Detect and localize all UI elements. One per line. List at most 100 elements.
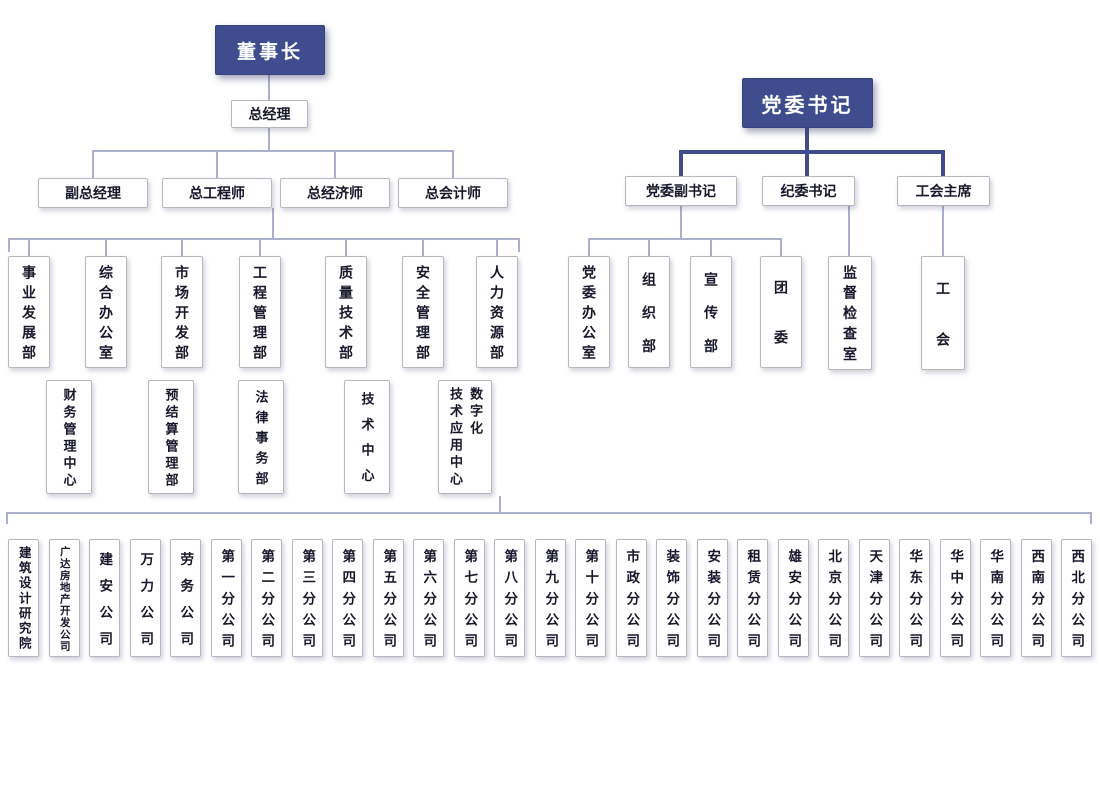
department-box-3-label: 工程管理部 xyxy=(252,265,268,365)
connector-line xyxy=(452,150,454,178)
department-box-1-label: 综合办公室 xyxy=(98,265,114,365)
connector-line xyxy=(272,208,274,238)
subsidiary-box-26-label: 西北分公司 xyxy=(1069,548,1085,655)
subsidiary-box-13-label: 第九分公司 xyxy=(543,548,559,655)
subsidiary-box-26: 西北分公司 xyxy=(1061,539,1092,657)
subsidiary-box-24-label: 华南分公司 xyxy=(988,548,1004,655)
center-box-1-label: 预结算管理部 xyxy=(163,388,179,490)
subsidiary-box-4: 劳务公司 xyxy=(170,539,201,658)
connector-line xyxy=(848,206,850,256)
connector-line xyxy=(8,238,520,240)
department-box-6-label: 人力资源部 xyxy=(489,265,505,365)
party-office-box-0: 党委办公室 xyxy=(568,256,610,368)
connector-line xyxy=(345,238,347,256)
subsidiary-box-22: 华东分公司 xyxy=(899,539,930,657)
department-box-4: 质量技术部 xyxy=(325,256,367,368)
subsidiary-box-4-label: 劳务公司 xyxy=(178,551,194,658)
executive-box-2: 总经济师 xyxy=(280,178,390,208)
subsidiary-box-5: 第一分公司 xyxy=(211,539,242,657)
subsidiary-box-19: 雄安分公司 xyxy=(778,539,809,657)
subsidiary-box-9: 第五分公司 xyxy=(373,539,404,657)
general-manager-box: 总经理 xyxy=(231,100,308,128)
connector-line xyxy=(942,206,944,256)
connector-line xyxy=(710,238,712,256)
subsidiary-box-11-label: 第七分公司 xyxy=(462,548,478,655)
connector-line xyxy=(1090,512,1092,524)
party-office-box-0-label: 党委办公室 xyxy=(581,265,597,365)
subsidiary-box-3-label: 万力公司 xyxy=(138,551,154,658)
connector-line xyxy=(259,238,261,256)
connector-line xyxy=(6,512,1092,514)
party-office-box-2: 宣传部 xyxy=(690,256,732,372)
subsidiary-box-1-label: 广达房地产开发公司 xyxy=(58,545,71,652)
connector-line xyxy=(648,238,650,256)
subsidiary-box-17: 安装分公司 xyxy=(697,539,728,657)
connector-line xyxy=(105,238,107,256)
party-office-box-1: 组织部 xyxy=(628,256,670,372)
subsidiary-box-6-label: 第二分公司 xyxy=(259,548,275,655)
connector-line xyxy=(268,128,270,150)
executive-box-1: 总工程师 xyxy=(162,178,272,208)
subsidiary-box-11: 第七分公司 xyxy=(454,539,485,657)
party-office-box-3: 团委 xyxy=(760,256,802,380)
connector-line xyxy=(941,150,945,176)
connector-line xyxy=(216,150,218,178)
connector-line xyxy=(92,150,94,178)
subsidiary-box-13: 第九分公司 xyxy=(535,539,566,657)
department-box-4-label: 质量技术部 xyxy=(338,265,354,365)
party-secretary-box: 党委书记 xyxy=(742,78,873,128)
center-box-3: 技术中心 xyxy=(344,380,390,494)
department-box-2-label: 市场开发部 xyxy=(174,265,190,365)
subsidiary-box-21-label: 天津分公司 xyxy=(867,548,883,655)
connector-line xyxy=(496,238,498,256)
subsidiary-box-12: 第八分公司 xyxy=(494,539,525,657)
executive-box-3: 总会计师 xyxy=(398,178,508,208)
connector-line xyxy=(679,150,683,176)
center-box-4-label: 技术应用中心数字化 xyxy=(448,387,484,489)
subsidiary-box-6: 第二分公司 xyxy=(251,539,282,657)
center-box-1: 预结算管理部 xyxy=(148,380,194,494)
center-box-2-label: 法律事务部 xyxy=(253,389,269,492)
subsidiary-box-7-label: 第三分公司 xyxy=(300,548,316,655)
subsidiary-box-16-label: 装饰分公司 xyxy=(664,548,680,655)
connector-line xyxy=(499,496,501,513)
subsidiary-box-5-label: 第一分公司 xyxy=(219,548,235,655)
department-box-2: 市场开发部 xyxy=(161,256,203,368)
connector-line xyxy=(680,206,682,238)
connector-line xyxy=(28,238,30,256)
subsidiary-box-2: 建安公司 xyxy=(89,539,120,658)
connector-line xyxy=(181,238,183,256)
connector-line xyxy=(679,150,945,154)
connector-line xyxy=(8,238,10,252)
subsidiary-box-12-label: 第八分公司 xyxy=(502,548,518,655)
subsidiary-box-16: 装饰分公司 xyxy=(656,539,687,657)
subsidiary-box-22-label: 华东分公司 xyxy=(907,548,923,655)
connector-line xyxy=(422,238,424,256)
connector-line xyxy=(780,238,782,256)
subsidiary-box-0-label: 建筑设计研究院 xyxy=(16,546,31,653)
subsidiary-box-17-label: 安装分公司 xyxy=(705,548,721,655)
subsidiary-box-0: 建筑设计研究院 xyxy=(8,539,39,657)
party-office-box-3-label: 团委 xyxy=(773,280,789,380)
connector-line xyxy=(805,128,809,152)
center-box-0-label: 财务管理中心 xyxy=(61,388,77,490)
subsidiary-box-21: 天津分公司 xyxy=(859,539,890,657)
connector-line xyxy=(334,150,336,178)
subsidiary-box-14: 第十分公司 xyxy=(575,539,606,657)
party-leader-box-1: 纪委书记 xyxy=(762,176,855,206)
subsidiary-box-20-label: 北京分公司 xyxy=(826,548,842,655)
department-box-5-label: 安全管理部 xyxy=(415,265,431,365)
connector-line xyxy=(268,75,270,100)
center-box-0: 财务管理中心 xyxy=(46,380,92,494)
connector-line xyxy=(805,150,809,176)
subsidiary-box-8-label: 第四分公司 xyxy=(340,548,356,655)
executive-box-0: 副总经理 xyxy=(38,178,148,208)
subsidiary-box-15-label: 市政分公司 xyxy=(624,548,640,655)
connector-line xyxy=(588,238,782,240)
discipline-office-box-label: 监督检查室 xyxy=(842,265,858,368)
center-box-2: 法律事务部 xyxy=(238,380,284,494)
subsidiary-box-7: 第三分公司 xyxy=(292,539,323,657)
subsidiary-box-18-label: 租赁分公司 xyxy=(745,548,761,655)
subsidiary-box-15: 市政分公司 xyxy=(616,539,647,657)
